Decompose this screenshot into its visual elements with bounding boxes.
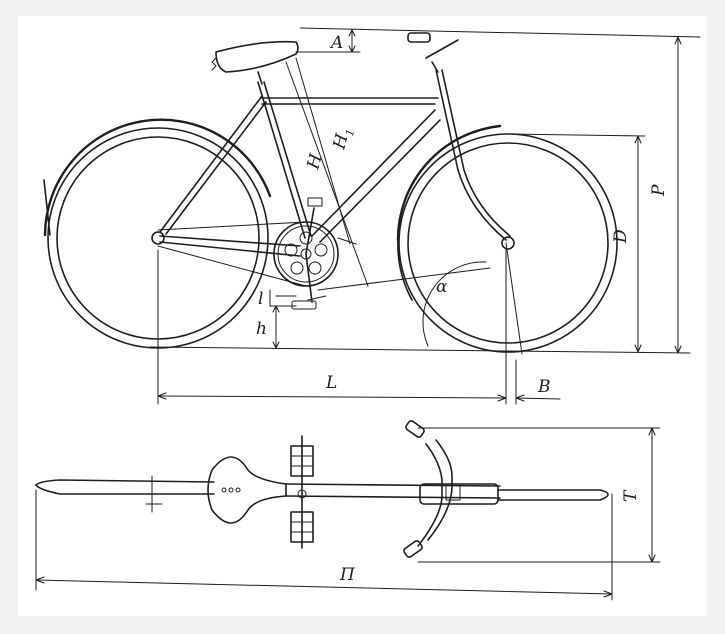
rear-fender [43,118,272,237]
dimension-alpha [317,242,523,355]
top-view-front-fender [497,489,609,501]
label-alpha: α [436,277,448,297]
dimension-H [285,57,369,287]
dimension-A [295,27,701,53]
dimension-l [269,289,297,307]
chain [157,221,307,287]
label-Pi: П [339,565,356,585]
label-L: L [325,373,337,393]
drawing-sheet [18,16,707,616]
label-T: T [621,489,641,502]
label-D: D [611,229,631,244]
label-P: P [649,184,669,197]
dimension-L [157,249,507,405]
dimension-D [507,133,646,353]
dimension-B [515,359,561,405]
front-fender [396,124,502,301]
top-view-handlebar [403,420,461,558]
front-wheel [398,133,618,353]
dimension-Pi [35,489,613,601]
crank-and-pedals [291,197,327,310]
ground-line [149,346,691,354]
label-H1: H1 [329,125,357,153]
frame [159,69,511,257]
chainring [273,221,339,287]
label-H1-subscript: 1 [343,128,357,138]
dimension-P [674,36,682,354]
dimension-T [417,427,661,563]
label-l-small: l [258,289,263,309]
top-view-saddle [207,456,287,524]
label-H: H [303,151,327,173]
label-h: h [256,319,267,339]
top-view-pedals [290,435,314,549]
top-view-rear-fender [35,475,215,513]
top-view-frame [285,483,501,505]
label-A: A [329,33,343,53]
label-B: B [537,377,551,397]
saddle [211,40,299,85]
handlebar [407,32,459,73]
dimension-h [269,305,297,349]
label-H1-main: H [329,131,353,153]
